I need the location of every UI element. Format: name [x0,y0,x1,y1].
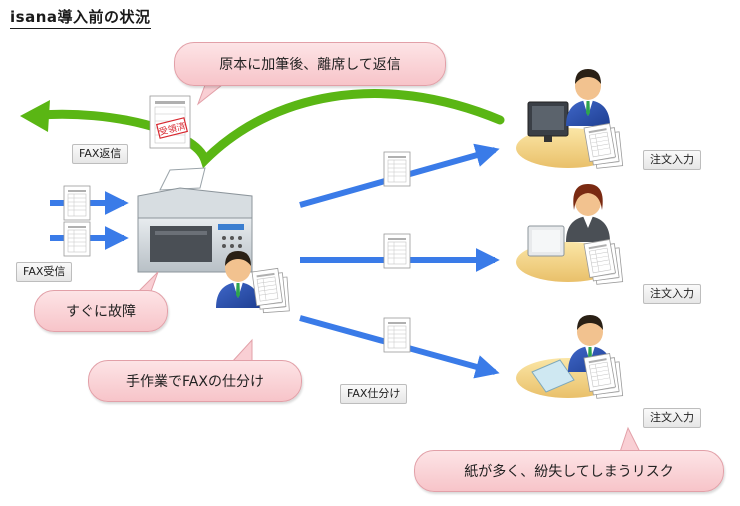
bubble-risk: 紙が多く、紛失してしまうリスク [414,450,724,492]
workstation-2 [516,184,625,287]
fax-return-arrow-head [20,100,50,132]
bubble-breakdown: すぐに故障 [34,290,168,332]
label-fax-receive: FAX受信 [16,262,73,282]
label-order-entry-1: 注文入力 [643,150,701,170]
workstation-3 [516,315,625,401]
incoming-fax-doc-2 [63,221,91,257]
page-title: isana導入前の状況 [10,6,151,29]
label-fax-return: FAX返信 [72,144,129,164]
bubble-risk-tail [619,426,641,453]
bubble-top: 原本に加筆後、離席して返信 [174,42,446,86]
label-order-entry-3: 注文入力 [643,408,701,428]
label-order-entry-2: 注文入力 [643,284,701,304]
fax-return-arrow [35,89,505,169]
dist-doc-3 [383,317,411,353]
incoming-fax-doc-1 [63,185,91,221]
fax-machine [137,167,253,273]
sorting-paper-stack [252,267,292,315]
workstation-1 [516,69,625,171]
dist-doc-2 [383,233,411,269]
received-stamp: 受領済 [155,117,189,139]
bubble-top-tail [196,84,224,106]
bubble-manual: 手作業でFAXの仕分け [88,360,302,402]
label-fax-sort: FAX仕分け [340,384,408,404]
dist-doc-1 [383,151,411,187]
